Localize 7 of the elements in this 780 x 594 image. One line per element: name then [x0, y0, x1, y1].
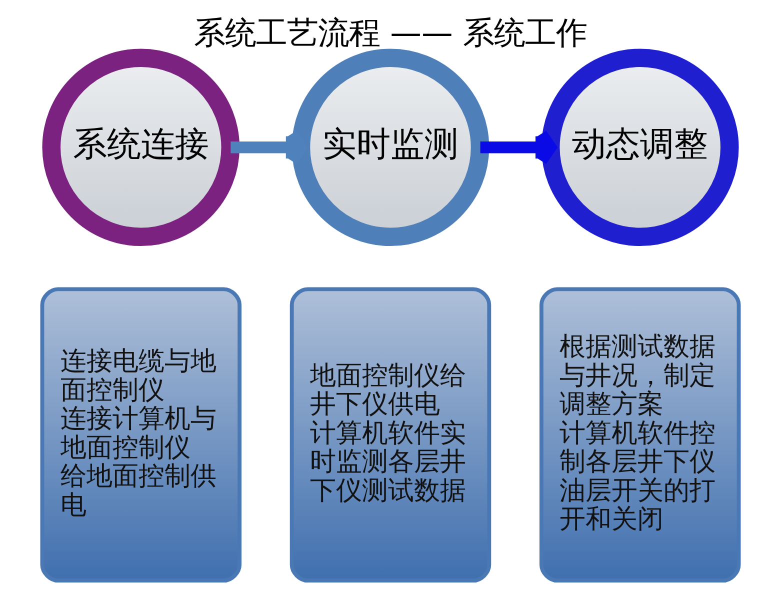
node-box: 连接电缆与地面控制仪 连接计算机与地面控制仪 给地面控制供电 — [40, 287, 242, 583]
arrow — [480, 128, 556, 166]
node-circle: 系统连接 — [42, 48, 240, 246]
node-circle: 实时监测 — [291, 48, 489, 246]
node-circle: 动态调整 — [540, 48, 738, 246]
node-box: 根据测试数据与井况，制定调整方案 计算机软件控制各层井下仪油层开关的打开和关闭 — [538, 287, 740, 583]
node-box: 地面控制仪给井下仪供电 计算机软件实时监测各层井下仪测试数据 — [289, 287, 491, 583]
